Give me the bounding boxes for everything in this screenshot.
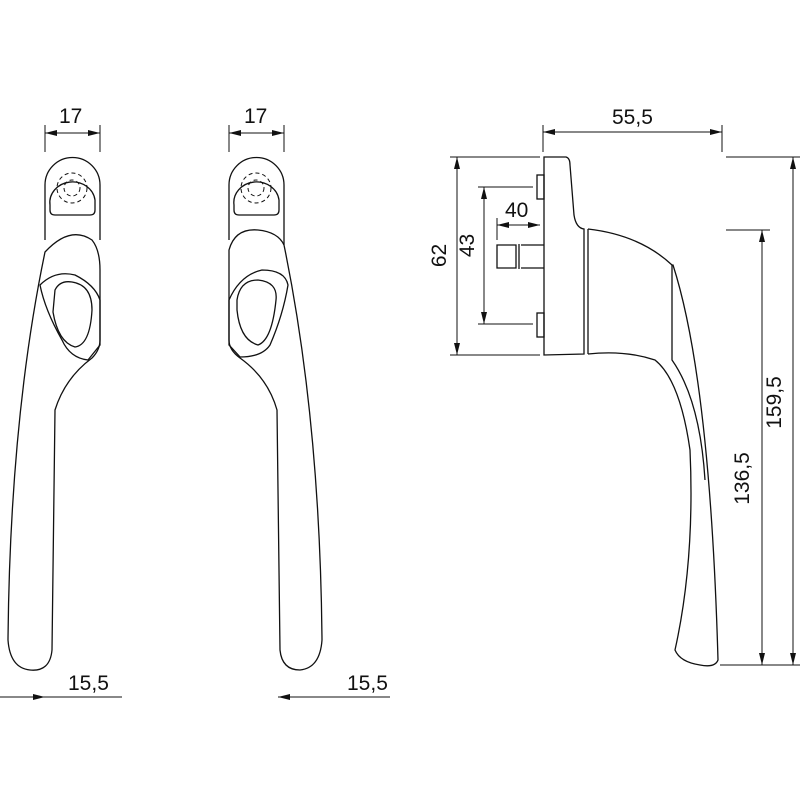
key-lock-cylinder <box>236 279 277 346</box>
handle-body <box>7 234 101 671</box>
key-lock-cylinder <box>52 281 93 348</box>
key-lock-outline <box>228 269 289 358</box>
dim-overall-length: 159,5 <box>762 376 786 429</box>
front-view-left <box>0 125 122 700</box>
screw-hole-outer <box>56 172 88 204</box>
dim-width-top-right: 17 <box>244 105 268 128</box>
dim-spindle-length: 40 <box>505 199 529 222</box>
dim-lever-offset-right: 15,5 <box>347 672 388 695</box>
front-view-right <box>228 125 390 700</box>
rose-inner-recess <box>49 181 96 216</box>
base-plate <box>543 156 585 356</box>
dim-lever-offset-left: 15,5 <box>68 672 109 695</box>
key-lock-outline <box>39 273 101 361</box>
screw-boss-top <box>536 174 545 200</box>
dim-depth: 55,5 <box>612 106 653 129</box>
rose-plate <box>44 156 101 240</box>
lever-edge <box>671 265 706 481</box>
handle-neck-lever <box>587 228 719 667</box>
rose-inner-recess <box>233 181 280 216</box>
screw-hole-inner <box>247 179 265 197</box>
rose-plate <box>228 156 285 245</box>
dim-width-top-left: 17 <box>59 105 83 128</box>
dim-screw-spacing: 43 <box>456 233 480 258</box>
dim-lever-length: 136,5 <box>730 452 754 505</box>
handle-body <box>228 229 323 671</box>
dim-base-height: 62 <box>428 243 452 268</box>
spindle <box>496 244 544 269</box>
screw-hole-inner <box>63 179 81 197</box>
side-view <box>450 125 800 667</box>
screw-hole-outer <box>240 172 272 204</box>
screw-boss-bottom <box>536 312 545 338</box>
